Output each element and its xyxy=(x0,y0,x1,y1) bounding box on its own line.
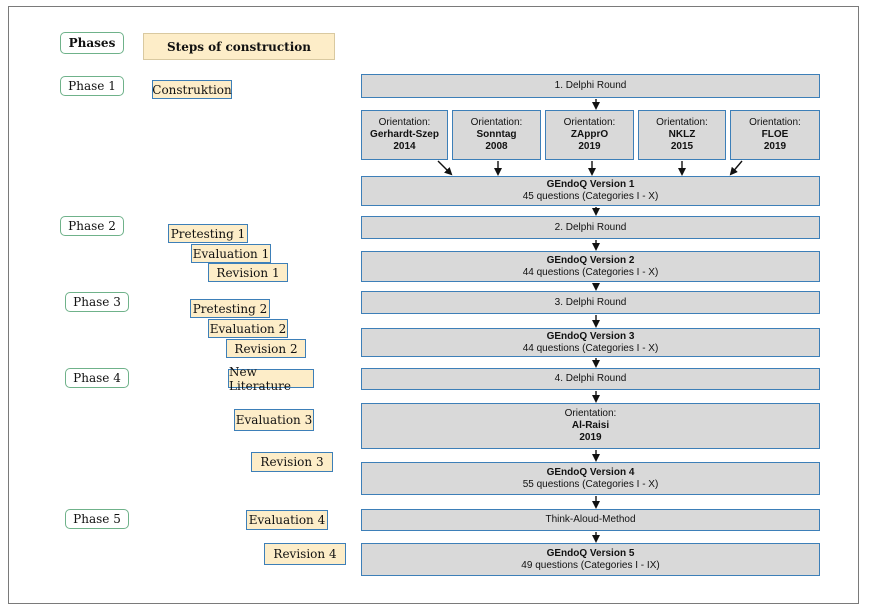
step-evaluation-1: Evaluation 1 xyxy=(191,244,271,263)
orientation-name: FLOE xyxy=(761,129,789,140)
gendoq-version-4: GEndoQ Version 4 55 questions (Categorie… xyxy=(361,462,820,495)
orientation-floe: Orientation: FLOE 2019 xyxy=(730,110,820,160)
think-aloud-label: Think-Aloud-Method xyxy=(545,514,636,525)
orientation-year: 2015 xyxy=(670,141,694,152)
step-evaluation-3: Evaluation 3 xyxy=(234,409,314,431)
phase-4: Phase 4 xyxy=(65,368,129,388)
gendoq-version-3: GEndoQ Version 3 44 questions (Categorie… xyxy=(361,328,820,357)
orientation-label: Orientation: xyxy=(470,117,523,128)
version-subtitle: 45 questions (Categories I - X) xyxy=(522,191,659,202)
step-construktion: Construktion xyxy=(152,80,232,99)
step-revision-1: Revision 1 xyxy=(208,263,288,282)
gendoq-version-5: GEndoQ Version 5 49 questions (Categorie… xyxy=(361,543,820,576)
phase-2: Phase 2 xyxy=(60,216,124,236)
step-revision-3: Revision 3 xyxy=(251,452,333,472)
version-subtitle: 44 questions (Categories I - X) xyxy=(522,266,659,278)
orientation-year: 2019 xyxy=(578,141,601,152)
delphi-round-4: 4. Delphi Round xyxy=(361,368,820,390)
orientation-label: Orientation: xyxy=(564,408,617,419)
delphi-round-1: 1. Delphi Round xyxy=(361,74,820,98)
orientation-zappro: Orientation: ZApprO 2019 xyxy=(545,110,634,160)
delphi-round-4-label: 4. Delphi Round xyxy=(554,373,627,384)
think-aloud-method: Think-Aloud-Method xyxy=(361,509,820,531)
version-subtitle: 55 questions (Categories I - X) xyxy=(522,478,659,490)
orientation-label: Orientation: xyxy=(749,117,801,128)
orientation-year: 2019 xyxy=(763,141,787,152)
steps-header: Steps of construction xyxy=(143,33,335,60)
step-new-literature: New Literature xyxy=(228,365,314,393)
step-evaluation-4: Evaluation 4 xyxy=(246,510,328,530)
orientation-label: Orientation: xyxy=(656,117,708,128)
orientation-name: NKLZ xyxy=(668,129,696,140)
gendoq-version-2: GEndoQ Version 2 44 questions (Categorie… xyxy=(361,251,820,282)
orientation-nklz: Orientation: NKLZ 2015 xyxy=(638,110,726,160)
delphi-round-2-label: 2. Delphi Round xyxy=(554,221,627,233)
orientation-name: ZApprO xyxy=(570,129,609,140)
orientation-name: Gerhardt-Szep xyxy=(370,129,439,140)
delphi-round-2: 2. Delphi Round xyxy=(361,216,820,239)
step-pretesting-1: Pretesting 1 xyxy=(168,224,248,243)
orientation-gerhardt-szep: Orientation: Gerhardt-Szep 2014 xyxy=(361,110,448,160)
version-title: GEndoQ Version 2 xyxy=(546,254,635,266)
step-revision-4: Revision 4 xyxy=(264,543,346,565)
orientation-label: Orientation: xyxy=(378,117,431,128)
delphi-round-1-label: 1. Delphi Round xyxy=(554,80,627,91)
phase-1: Phase 1 xyxy=(60,76,124,96)
delphi-round-3-label: 3. Delphi Round xyxy=(554,296,627,308)
version-title: GEndoQ Version 3 xyxy=(546,330,635,342)
phase-3: Phase 3 xyxy=(65,292,129,312)
orientation-name: Sonntag xyxy=(476,129,517,140)
orientation-year: 2014 xyxy=(393,141,416,152)
orientation-label: Orientation: xyxy=(563,117,616,128)
version-subtitle: 49 questions (Categories I - IX) xyxy=(521,559,660,571)
orientation-al-raisi: Orientation: Al-Raisi 2019 xyxy=(361,403,820,449)
phase-5: Phase 5 xyxy=(65,509,129,529)
orientation-name: Al-Raisi xyxy=(571,420,610,431)
version-title: GEndoQ Version 4 xyxy=(546,466,635,478)
version-title: GEndoQ Version 5 xyxy=(546,547,635,559)
version-title: GEndoQ Version 1 xyxy=(546,179,635,190)
gendoq-version-1: GEndoQ Version 1 45 questions (Categorie… xyxy=(361,176,820,206)
delphi-round-3: 3. Delphi Round xyxy=(361,291,820,314)
orientation-year: 2019 xyxy=(579,432,602,443)
phases-header: Phases xyxy=(60,32,124,54)
version-subtitle: 44 questions (Categories I - X) xyxy=(522,342,659,354)
orientation-sonntag: Orientation: Sonntag 2008 xyxy=(452,110,541,160)
step-revision-2: Revision 2 xyxy=(226,339,306,358)
step-pretesting-2: Pretesting 2 xyxy=(190,299,270,318)
step-evaluation-2: Evaluation 2 xyxy=(208,319,288,338)
orientation-year: 2008 xyxy=(485,141,508,152)
